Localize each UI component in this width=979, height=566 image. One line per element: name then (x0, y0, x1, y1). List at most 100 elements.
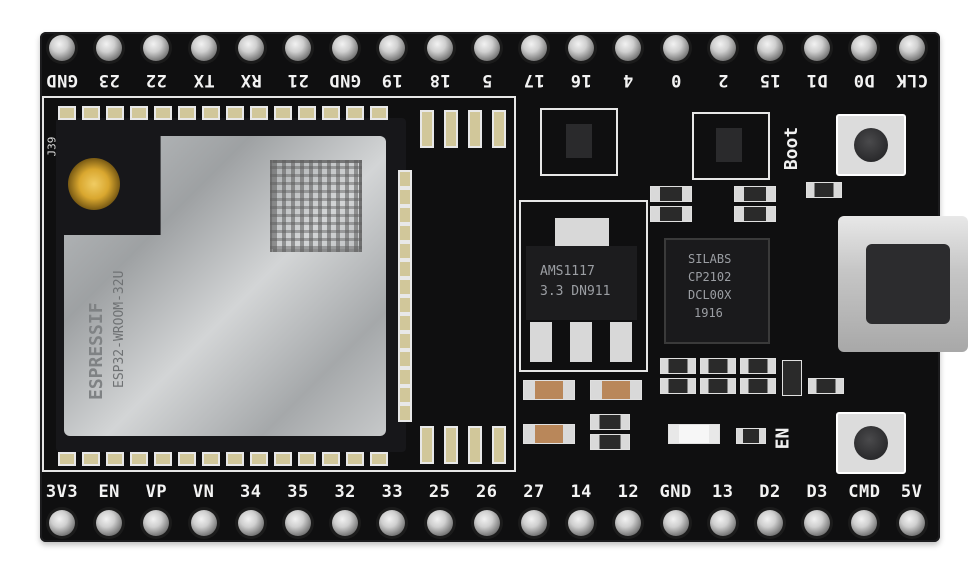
module-pad (492, 110, 506, 148)
pin-label: 4 (623, 70, 634, 90)
pin-label: CMD (848, 482, 881, 502)
micro-usb-connector[interactable] (838, 216, 968, 352)
header-pin (757, 35, 783, 61)
boot-transistor-outline (692, 112, 770, 180)
header-pin (615, 35, 642, 61)
pin-label: D0 (853, 70, 876, 90)
pin-label: VP (145, 482, 168, 502)
module-pad (398, 350, 412, 368)
header-pin (898, 35, 925, 61)
boot-label: Boot (781, 126, 803, 171)
diode (782, 360, 802, 396)
header-pin (285, 35, 311, 61)
usb-chip-text-3: DCL00X (688, 288, 732, 302)
module-pad (398, 404, 412, 422)
pin-label: 25 (428, 482, 451, 502)
boot-button[interactable] (836, 114, 906, 176)
module-pad (468, 426, 482, 464)
header-pin (49, 510, 75, 536)
en-label: EN (772, 427, 794, 450)
pin-label: 5V (900, 482, 923, 502)
pin-label: 12 (617, 482, 640, 502)
module-pad (298, 452, 316, 466)
module-pad (106, 106, 124, 120)
module-pad (202, 452, 220, 466)
module-pad (398, 260, 412, 278)
pin-label: 33 (381, 482, 404, 502)
resistor-1 (590, 414, 630, 430)
module-pad (154, 452, 172, 466)
header-pin (237, 510, 264, 536)
module-pad (322, 452, 340, 466)
module-pad (250, 106, 268, 120)
pin-label: CLK (895, 70, 928, 90)
header-pin (851, 510, 878, 536)
module-pad (398, 332, 412, 350)
resistor-8 (740, 378, 776, 394)
header-pin (426, 35, 453, 61)
usb-uart-chip (664, 238, 770, 344)
usb-chip-text-4: 1916 (694, 306, 723, 320)
pin-label: 5 (481, 70, 493, 90)
module-pad (178, 452, 196, 466)
header-pin (521, 35, 547, 61)
module-pad (178, 106, 196, 120)
pin-label: 16 (570, 70, 592, 90)
module-pad (58, 452, 76, 466)
boot-button-cap[interactable] (854, 128, 888, 162)
header-pin (285, 510, 311, 536)
resistor-10 (650, 206, 692, 222)
pin-label: 27 (523, 482, 545, 502)
header-pin (709, 35, 736, 61)
module-pad (492, 426, 506, 464)
module-pad (398, 368, 412, 386)
pin-label: 32 (334, 482, 356, 502)
module-pad (130, 452, 148, 466)
resistor-5 (740, 358, 776, 374)
pin-label: 2 (717, 70, 729, 90)
module-pad (322, 106, 340, 120)
header-pin (898, 510, 925, 536)
header-pin (521, 510, 547, 536)
regulator-text-2: 3.3 DN911 (540, 284, 611, 299)
regulator-leg-1 (530, 322, 552, 362)
module-pad (346, 106, 364, 120)
pin-label: VN (192, 482, 215, 502)
header-pin (190, 35, 217, 61)
en-button-cap[interactable] (854, 426, 888, 460)
pin-label: D1 (806, 70, 828, 90)
header-pin (379, 35, 406, 61)
pin-label: 26 (476, 482, 498, 502)
resistor-7 (700, 378, 736, 394)
module-pad (82, 106, 100, 120)
en-button[interactable] (836, 412, 906, 474)
transistor-2 (716, 128, 742, 162)
header-pin (662, 510, 689, 536)
header-pin (473, 510, 500, 536)
led (668, 424, 720, 444)
pin-label: 14 (570, 482, 592, 502)
header-pin (568, 35, 595, 61)
module-pad (398, 224, 412, 242)
module-pad (346, 452, 364, 466)
pin-label: 13 (712, 482, 734, 502)
pin-label: D2 (759, 482, 781, 502)
module-pad (298, 106, 316, 120)
usb-port-slot (866, 244, 950, 324)
pin-label: 15 (759, 70, 781, 90)
module-pad (444, 110, 458, 148)
resistor-14 (808, 378, 844, 394)
regulator-text-1: AMS1117 (540, 264, 595, 279)
resistor-11 (734, 186, 776, 202)
module-pad (398, 314, 412, 332)
antenna-connector (68, 158, 120, 210)
regulator-outline (519, 200, 648, 372)
header-pin (568, 510, 595, 536)
module-pad (82, 452, 100, 466)
transistor-1 (566, 124, 592, 158)
capacitor-3 (523, 424, 575, 444)
pin-label: 18 (428, 70, 451, 90)
module-pad (398, 278, 412, 296)
header-pin (49, 35, 75, 61)
pin-label: 0 (670, 70, 681, 90)
